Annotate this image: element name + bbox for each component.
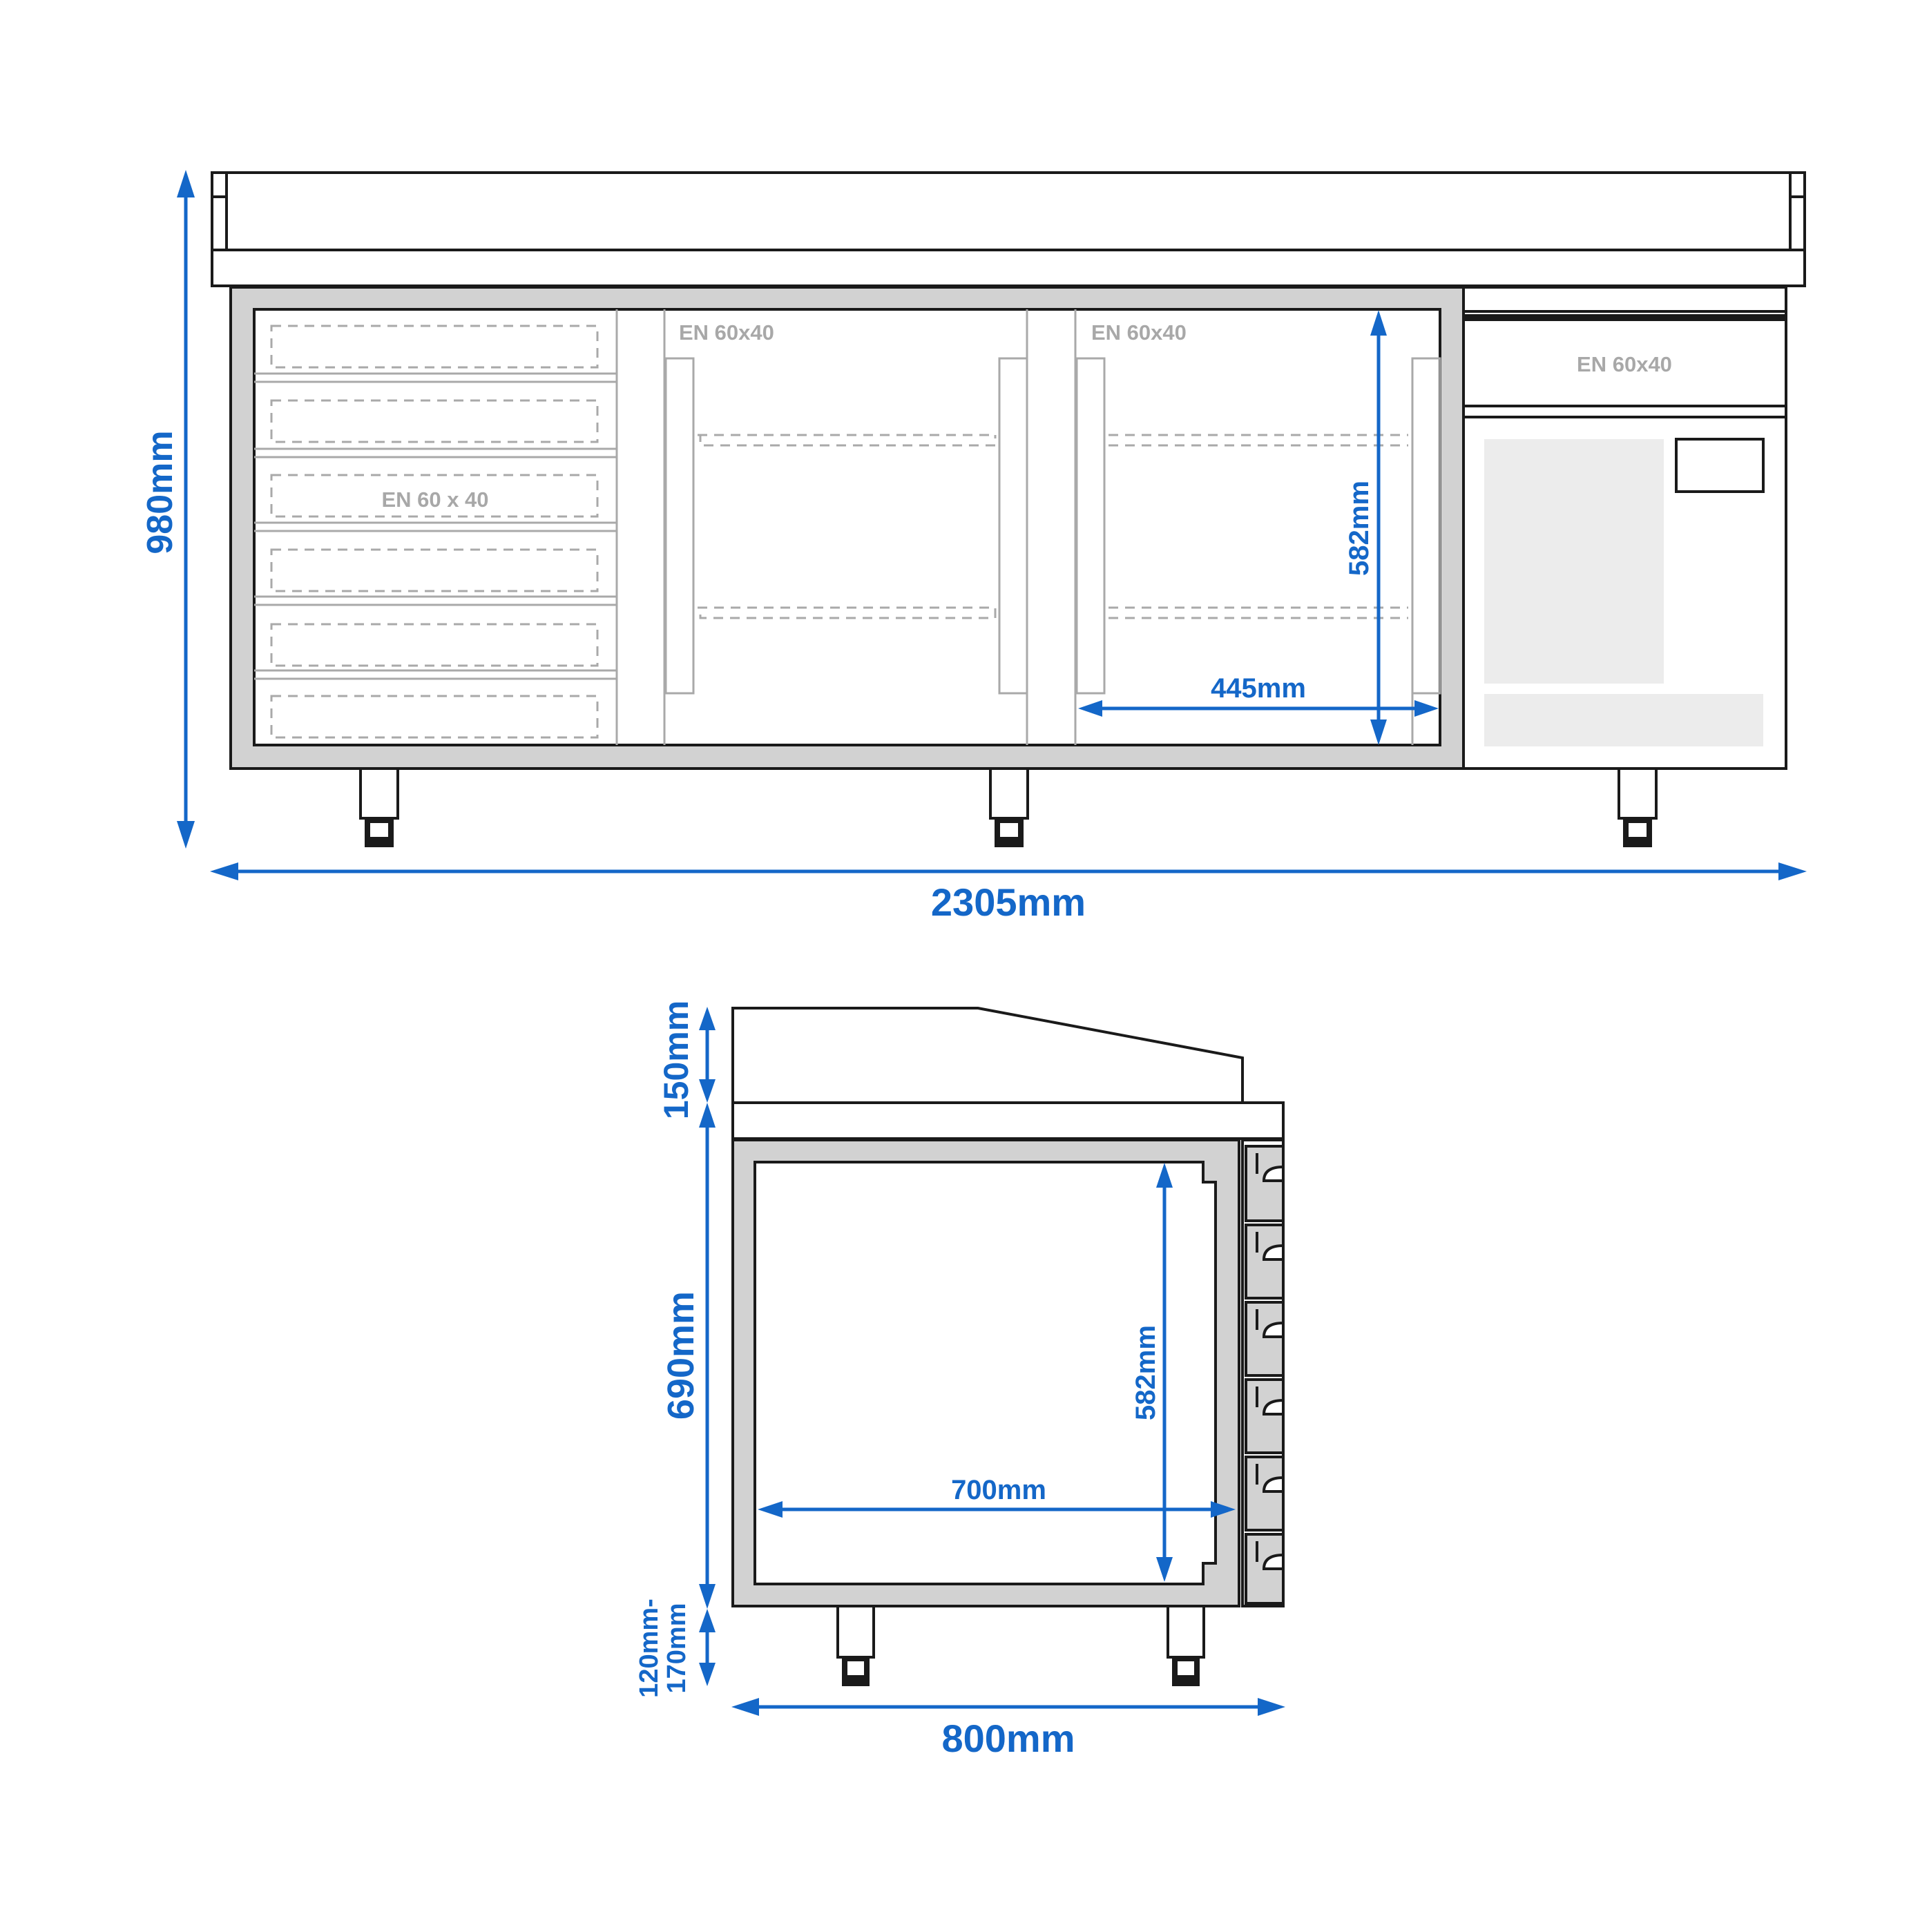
right-drawer-label: EN 60x40 <box>1577 352 1672 376</box>
door-2-label: EN 60x40 <box>1091 320 1187 345</box>
width-dimension: 2305mm <box>210 862 1807 924</box>
vent-strip <box>1484 694 1763 746</box>
body-height-label: 690mm <box>660 1291 702 1420</box>
countertop <box>211 249 1806 287</box>
vent-panel <box>1484 439 1664 684</box>
inner-width-label: 445mm <box>1211 673 1306 704</box>
leg-height-dimension: 120mm- 170mm <box>635 1598 716 1698</box>
drawer-section: EN 60 x 40 <box>254 309 618 745</box>
side-upstand <box>731 1007 1244 1104</box>
side-view: 150mm 690mm 120mm- 170mm 800mm <box>635 1001 1285 1760</box>
drawer-section-label: EN 60 x 40 <box>381 487 488 512</box>
engine-section: EN 60x40 <box>1462 286 1787 770</box>
body-height-dimension: 690mm <box>660 1103 716 1609</box>
control-display <box>1675 438 1765 493</box>
width-label: 2305mm <box>931 880 1086 924</box>
inner-width-dimension: 445mm <box>1078 673 1439 717</box>
leg-height-label-1: 120mm- <box>635 1598 664 1698</box>
side-legs <box>836 1605 1205 1686</box>
depth-label: 800mm <box>941 1717 1075 1760</box>
door-1: EN 60x40 <box>663 309 1077 745</box>
top-height-dimension: 150mm <box>657 1001 716 1119</box>
side-inner-height-dimension: 582mm <box>1131 1163 1173 1582</box>
inner-height-dimension: 582mm <box>1344 310 1387 745</box>
height-dimension: 980mm <box>140 170 195 849</box>
height-label: 980mm <box>140 430 180 554</box>
inner-depth-label: 700mm <box>951 1475 1046 1505</box>
front-view: EN 60 x 40 EN 60x40 EN 60x40 <box>140 170 1807 924</box>
top-upstand <box>211 171 1806 251</box>
front-legs <box>359 767 1658 847</box>
inner-height-label: 582mm <box>1344 481 1374 576</box>
door-2: EN 60x40 <box>1075 320 1441 745</box>
leg-height-label-2: 170mm <box>662 1603 691 1694</box>
side-rails <box>1245 1145 1285 1605</box>
side-countertop <box>731 1101 1285 1140</box>
side-interior <box>754 1161 1217 1585</box>
door-1-label: EN 60x40 <box>679 320 774 345</box>
side-inner-height-label: 582mm <box>1131 1325 1161 1420</box>
inner-depth-dimension: 700mm <box>758 1475 1236 1518</box>
depth-dimension: 800mm <box>731 1698 1285 1760</box>
top-height-label: 150mm <box>657 1001 695 1119</box>
